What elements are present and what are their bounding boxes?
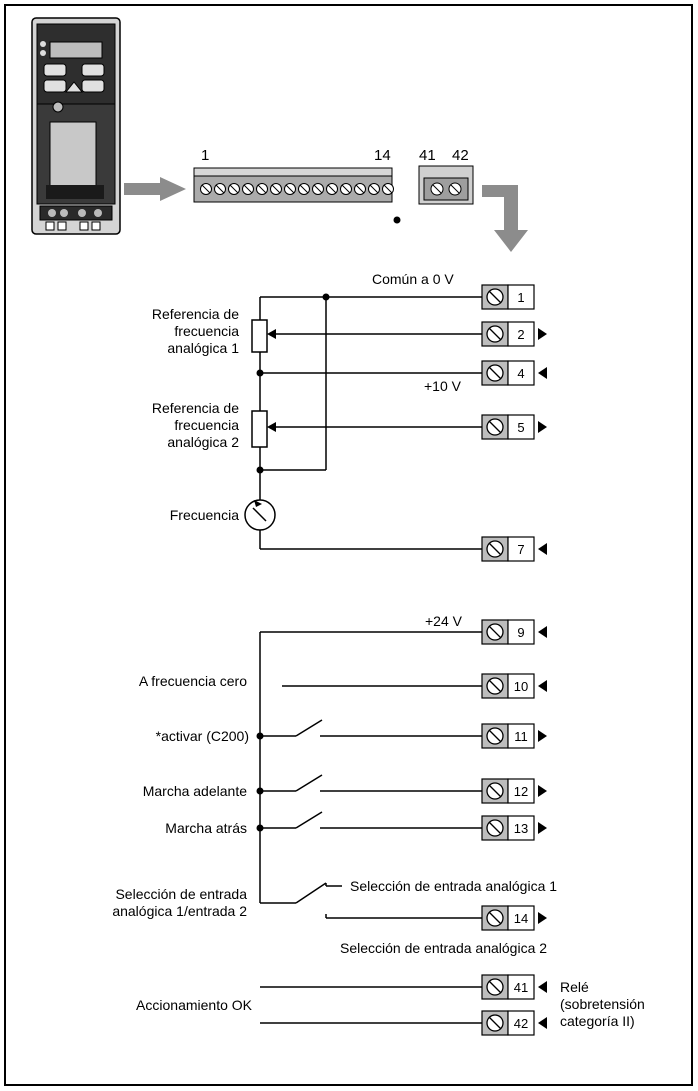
input-arrow-icon [538,981,547,993]
output-arrow-icon [538,421,547,433]
terminal-number: 9 [517,625,524,640]
pin-marker-dot [393,216,401,224]
potentiometer-2-icon [251,410,268,448]
junction-dots [256,293,330,832]
terminal-number: 41 [514,980,528,995]
input-select-label-line2: analógica 1/entrada 2 [112,903,247,919]
drive-ok-label: Accionamiento OK [136,997,253,1013]
diagram-frame [4,4,693,1086]
terminal-11: 11 [481,723,547,749]
input-arrow-icon [538,680,547,692]
terminal-block-41-42 [418,165,474,205]
logo-icon [40,41,46,47]
output-arrow-icon [538,912,547,924]
terminal-number: 7 [517,542,524,557]
terminal-number: 10 [514,679,528,694]
terminal-1: 1 [481,284,535,310]
terminal-7: 7 [481,536,547,562]
terminal-number: 1 [517,290,524,305]
terminal-41: 41 [481,974,547,1000]
output-arrow-icon [538,822,547,834]
terminal-number: 42 [514,1016,528,1031]
terminal-9: 9 [481,619,547,645]
terminal-number: 12 [514,784,528,799]
terminal-42: 42 [481,1010,547,1036]
select-input1-label: Selección de entrada analógica 1 [350,878,557,894]
terminal-block-1-14 [193,167,401,224]
output-arrow-icon [538,730,547,742]
terminal-12: 12 [481,778,547,804]
ref1-label-line1: Referencia de [152,306,239,322]
drive-illustration [31,17,121,235]
input-arrow-icon [538,1017,547,1029]
ref2-label-line1: Referencia de [152,400,239,416]
analog-wiring [244,296,482,550]
drive-knob-icon [52,101,64,113]
relay-label-line1: Relé [560,979,589,995]
terminal-number: 5 [517,420,524,435]
terminal-1-label: Común a 0 V [372,271,454,287]
terminal-number: 2 [517,327,524,342]
terminal-2: 2 [481,321,547,347]
ref1-label-line3: analógica 1 [167,340,239,356]
terminal-10: 10 [481,673,547,699]
terminal-14: 14 [481,905,547,931]
relay-label-line2: (sobretensión [560,996,645,1012]
terminal-13: 13 [481,815,547,841]
terminal-number: 13 [514,821,528,836]
connector-label-end: 14 [374,147,391,164]
input-arrow-icon [538,626,547,638]
terminal-4: 4 [481,360,547,386]
run-reverse-label: Marcha atrás [165,820,247,836]
output-arrow-icon [538,785,547,797]
terminal-number: 14 [514,911,528,926]
run-forward-label: Marcha adelante [143,783,248,799]
ref2-label-line3: analógica 2 [167,434,239,450]
connection-arrow-down [482,185,528,252]
terminal-number: 4 [517,366,524,381]
potentiometer-1-icon [251,319,268,353]
zero-frequency-label: A frecuencia cero [139,673,247,689]
connection-arrow-right [124,177,186,201]
enable-label: *activar (C200) [156,728,249,744]
relay-label-start: 41 [419,147,436,164]
relay-label-line3: categoría II) [560,1013,635,1029]
wiper-arrows [254,329,276,507]
output-arrow-icon [538,328,547,340]
terminal-9-label: +24 V [425,613,463,629]
ref2-label-line2: frecuencia [174,417,239,433]
input-arrow-icon [538,543,547,555]
input-arrow-icon [538,367,547,379]
terminal-4-label: +10 V [424,378,462,394]
terminal-number: 11 [514,729,528,744]
frequency-label: Frecuencia [170,507,239,523]
terminal-5: 5 [481,414,547,440]
relay-label-end: 42 [452,147,469,164]
ref1-label-line2: frecuencia [174,323,239,339]
terminal-14-label: Selección de entrada analógica 2 [340,940,547,956]
input-select-label-line1: Selección de entrada [115,886,247,902]
digital-wiring [259,631,482,1024]
connector-label-start: 1 [201,147,209,164]
